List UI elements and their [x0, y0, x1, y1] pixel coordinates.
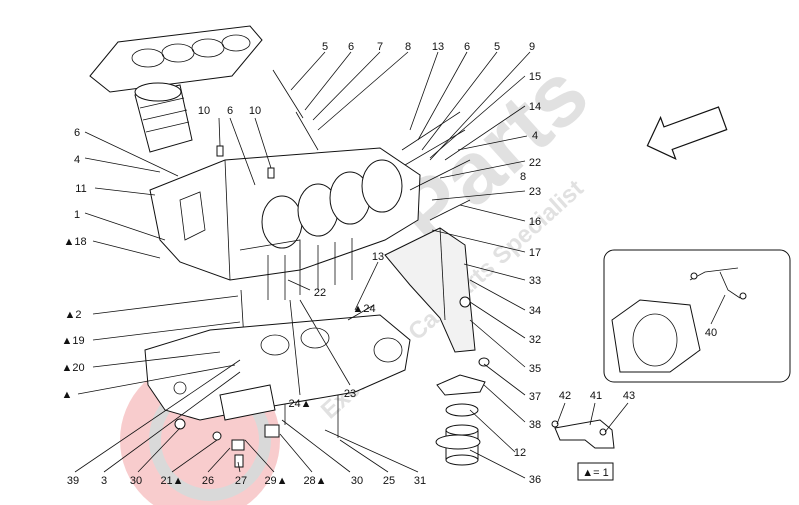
- callout-right-3: 8: [520, 171, 526, 183]
- callout-bottom-6: 29▲: [264, 475, 287, 487]
- callout-left-5: ▲2: [64, 309, 81, 321]
- callout-left-7: ▲20: [61, 362, 84, 374]
- callout-inner-5: ▲24: [352, 303, 375, 315]
- callout-left-3: 1: [74, 209, 80, 221]
- callout-right-12: 37: [529, 391, 541, 403]
- callout-left-2: 11: [75, 183, 86, 195]
- oil-pump-parts: [174, 384, 280, 468]
- callout-inset-0: 40: [705, 327, 717, 339]
- leader-lines: [74, 51, 726, 479]
- callout-right-7: 17: [529, 247, 541, 259]
- callout-top-2: 7: [377, 41, 383, 53]
- callout-right-15: 36: [529, 474, 541, 486]
- bedplate: [144, 314, 411, 421]
- callout-bottom-9: 25: [383, 475, 395, 487]
- callout-right-2: 4: [532, 130, 538, 142]
- callout-top-4: 13: [432, 41, 444, 53]
- head-gasket: [89, 25, 263, 93]
- callout-top-1: 6: [348, 41, 354, 53]
- callout-inner-7: 23: [344, 388, 356, 400]
- callout-right-4: 22: [529, 157, 541, 169]
- small-bracket: [551, 419, 615, 449]
- callout-top-7: 9: [529, 41, 535, 53]
- callout-left-0: 6: [74, 127, 80, 139]
- callout-bottom-1: 3: [101, 475, 107, 487]
- callout-inner-6: 24▲: [288, 398, 311, 410]
- callout-bottom-4: 26: [202, 475, 214, 487]
- callout-bottom-2: 30: [130, 475, 142, 487]
- callout-right-5: 23: [529, 186, 541, 198]
- callout-inner-2: 10: [249, 105, 261, 117]
- callout-bottom-3: 21▲: [160, 475, 183, 487]
- callout-right-13: 38: [529, 419, 541, 431]
- callout-left-8: ▲: [62, 389, 73, 401]
- callout-inner-4: 22: [314, 287, 326, 299]
- callout-bracket-2: 43: [623, 390, 635, 402]
- callout-right-11: 35: [529, 363, 541, 375]
- callout-right-1: 14: [529, 101, 541, 113]
- callout-bottom-5: 27: [235, 475, 247, 487]
- engine-mount: [435, 357, 490, 466]
- callout-inner-3: 13: [372, 251, 384, 263]
- callout-right-6: 16: [529, 216, 541, 228]
- oil-filter: [134, 82, 193, 153]
- callout-left-1: 4: [74, 154, 80, 166]
- callout-bottom-7: 28▲: [303, 475, 326, 487]
- callout-bottom-0: 39: [67, 475, 79, 487]
- direction-arrow-icon: [646, 106, 728, 160]
- callout-top-3: 8: [405, 41, 411, 53]
- legend-box: ▲= 1: [577, 462, 614, 481]
- inset-detail: [603, 249, 791, 383]
- callout-bottom-8: 30: [351, 475, 363, 487]
- callout-top-5: 6: [464, 41, 470, 53]
- callout-top-0: 5: [322, 41, 328, 53]
- callout-inner-0: 10: [198, 105, 210, 117]
- callout-right-0: 15: [529, 71, 541, 83]
- callout-right-14: 12: [514, 447, 526, 459]
- callout-left-4: ▲18: [63, 236, 86, 248]
- legend-text: ▲= 1: [582, 467, 609, 479]
- callout-bracket-1: 41: [590, 390, 602, 402]
- callout-inner-1: 6: [227, 105, 233, 117]
- callout-right-8: 33: [529, 275, 541, 287]
- callout-top-6: 5: [494, 41, 500, 53]
- callout-bracket-0: 42: [559, 390, 571, 402]
- callout-right-10: 32: [529, 334, 541, 346]
- callout-left-6: ▲19: [61, 335, 84, 347]
- watermark-brand: Parts: [376, 43, 606, 264]
- callout-bottom-10: 31: [414, 475, 426, 487]
- engine-block: [149, 147, 421, 281]
- callout-right-9: 34: [529, 305, 541, 317]
